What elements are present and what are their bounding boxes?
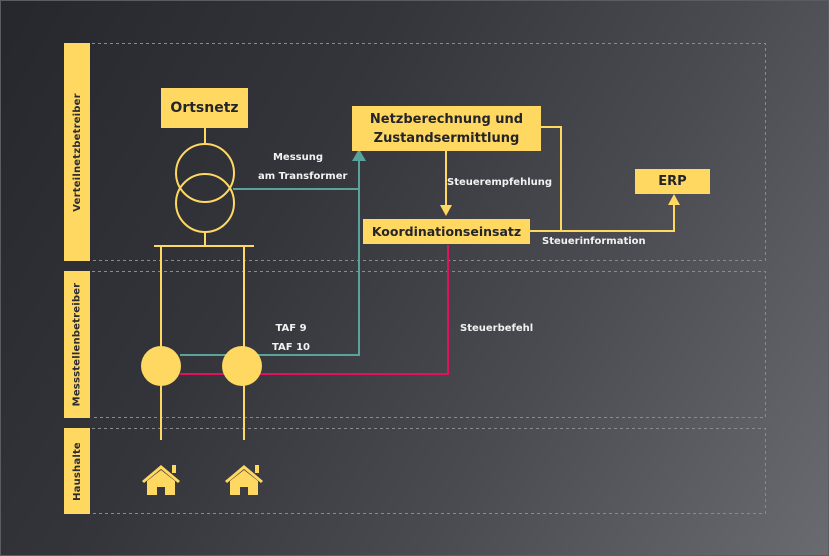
smart-meter-1: [141, 346, 181, 386]
steuerempfehlung-arrowhead: [440, 205, 452, 216]
node-ortsnetz-label: Ortsnetz: [170, 99, 239, 116]
label-messung-line2: am Transformer: [258, 171, 348, 182]
label-taf10: TAF 10: [271, 342, 310, 353]
node-netzberechnung-line2: Zustandsermittlung: [373, 130, 520, 146]
transformer-coil-top: [175, 143, 235, 203]
node-erp-label: ERP: [658, 174, 687, 189]
label-steuerempfehlung: Steuerempfehlung: [447, 177, 553, 188]
smart-meter-2: [222, 346, 262, 386]
label-taf: TAF 9 TAF 10: [266, 319, 316, 357]
lane-boundary-messstellen: [92, 271, 766, 418]
messung-arrowhead: [352, 149, 366, 161]
lane-label-messstellenbetreiber: Messstellenbetreiber: [64, 271, 90, 418]
erp-arrowhead: [668, 194, 680, 205]
lane-label-text: Verteilnetzbetreiber: [71, 92, 83, 212]
lane-label-haushalte: Haushalte: [64, 428, 90, 514]
node-koordination-label: Koordinationseinsatz: [371, 224, 522, 239]
steuerbefehl-line: [180, 245, 449, 375]
house-icon: [225, 465, 263, 495]
node-erp: ERP: [635, 169, 710, 194]
lane-boundary-haushalte: [92, 428, 766, 514]
node-ortsnetz: Ortsnetz: [161, 88, 248, 128]
lane-label-verteilnetzbetreiber: Verteilnetzbetreiber: [64, 43, 90, 261]
label-steuerbefehl: Steuerbefehl: [460, 323, 534, 334]
lane-label-text: Messstellenbetreiber: [71, 282, 83, 407]
label-messung-line1: Messung: [272, 152, 324, 163]
lane-label-text: Haushalte: [71, 441, 83, 501]
house-icon: [142, 465, 180, 495]
label-steuerinformation: Steuerinformation: [542, 236, 646, 247]
netzberechnung-feedback-line: [541, 126, 562, 231]
node-netzberechnung-line1: Netzberechnung und: [369, 111, 524, 127]
lane-boundary-verteilnetz: [92, 43, 766, 261]
label-messung: Messung am Transformer: [258, 148, 348, 186]
label-taf9: TAF 9: [275, 323, 307, 334]
steuerinformation-line: [530, 202, 675, 232]
node-netzberechnung: Netzberechnung und Zustandsermittlung: [352, 106, 541, 151]
node-koordinationseinsatz: Koordinationseinsatz: [363, 219, 530, 244]
